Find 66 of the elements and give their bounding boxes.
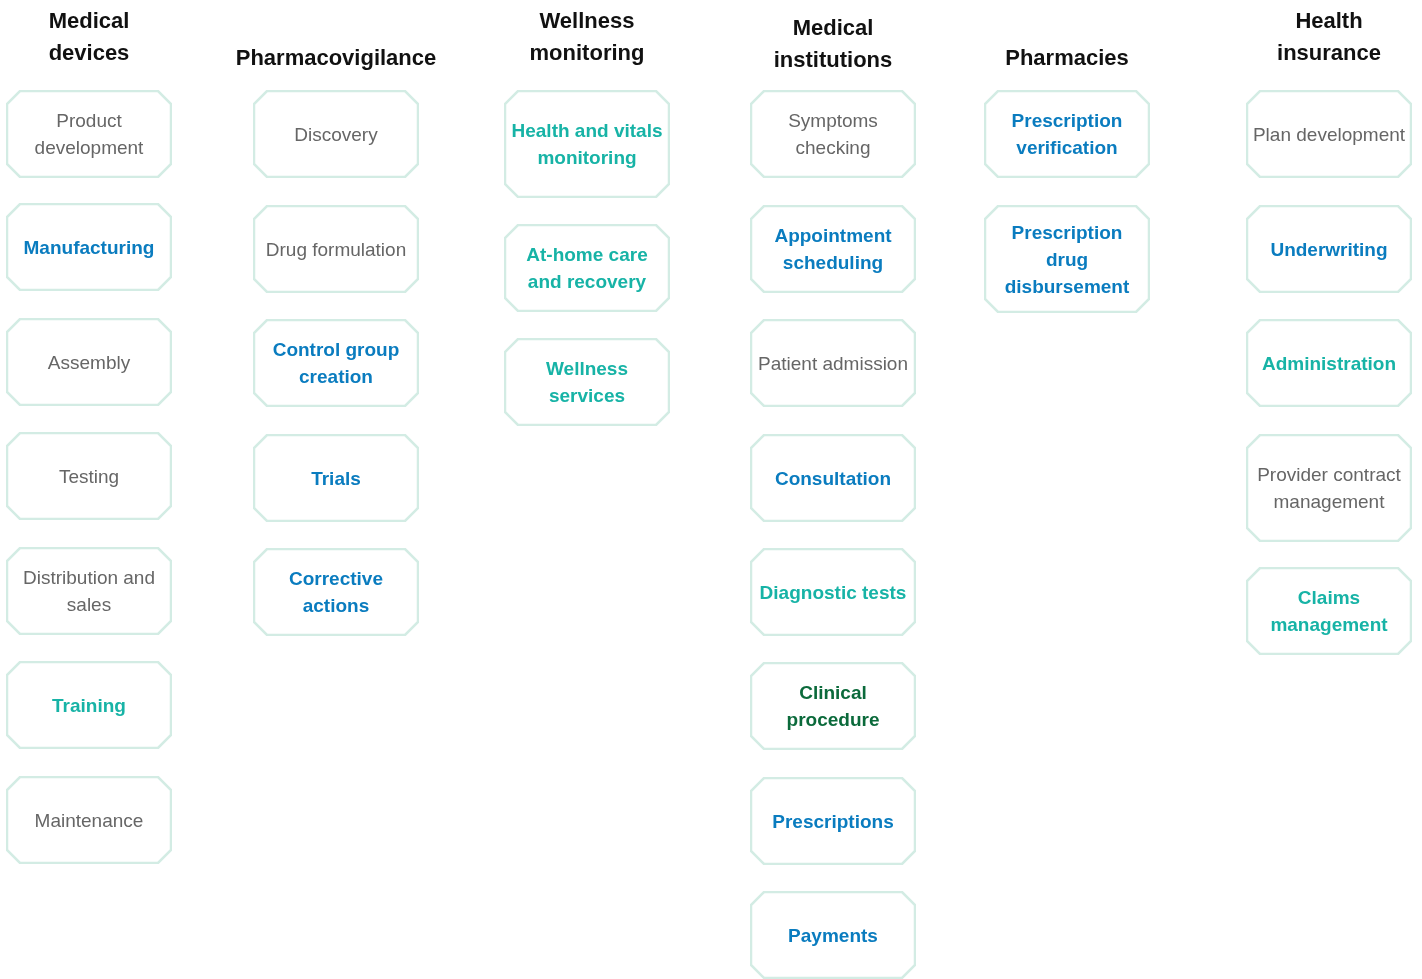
- step-box: [1246, 90, 1412, 178]
- step-box: [750, 662, 916, 750]
- step-label: Maintenance: [34, 808, 144, 833]
- step-label: Product development: [33, 109, 145, 160]
- step-label: Assembly: [47, 350, 131, 375]
- step-box: [750, 434, 916, 522]
- step-label: Testing: [58, 464, 120, 489]
- step-label: Training: [52, 693, 126, 718]
- column-heading: Health insurance: [1276, 7, 1382, 67]
- step-label: Prescription verification: [1010, 109, 1124, 160]
- step-label: Provider contract management: [1256, 463, 1402, 514]
- step-box: [750, 891, 916, 979]
- step-box: [504, 90, 670, 198]
- step-box: [253, 319, 419, 407]
- step-box: [750, 90, 916, 178]
- step-label: Plan development: [1252, 122, 1406, 147]
- step-box: [984, 90, 1150, 178]
- step-box: [6, 90, 172, 178]
- step-box: [253, 90, 419, 178]
- step-label: Drug formulation: [265, 237, 407, 262]
- step-label: Control group creation: [271, 338, 401, 389]
- step-label: Diagnostic tests: [759, 580, 907, 605]
- step-box: [6, 203, 172, 291]
- step-label: Prescription drug disbursement: [1003, 220, 1131, 299]
- step-label: Clinical procedure: [785, 681, 881, 732]
- step-box: [750, 777, 916, 865]
- column-heading: Pharmacies: [1004, 44, 1130, 72]
- step-box: [6, 776, 172, 864]
- step-box: [6, 318, 172, 406]
- step-label: Wellness services: [545, 357, 629, 408]
- column-heading: Wellness monitoring: [528, 7, 646, 67]
- step-label: Discovery: [294, 122, 378, 147]
- step-label: Patient admission: [758, 351, 908, 376]
- column-heading: Pharmacovigilance: [234, 44, 438, 72]
- step-label: Consultation: [774, 466, 892, 491]
- step-label: Symptoms checking: [787, 109, 879, 160]
- step-box: [750, 548, 916, 636]
- step-box: [1246, 205, 1412, 293]
- step-label: Administration: [1261, 351, 1397, 376]
- step-box: [504, 338, 670, 426]
- step-box: [6, 661, 172, 749]
- step-box: [1246, 567, 1412, 655]
- step-box: [253, 548, 419, 636]
- step-label: Trials: [311, 466, 361, 491]
- step-label: Payments: [788, 923, 878, 948]
- step-label: Distribution and sales: [22, 566, 156, 617]
- step-label: Appointment scheduling: [773, 224, 893, 275]
- step-box: [6, 547, 172, 635]
- step-box: [984, 205, 1150, 313]
- step-box: [1246, 434, 1412, 542]
- step-box: [6, 432, 172, 520]
- step-box: [504, 224, 670, 312]
- step-box: [750, 319, 916, 407]
- column-heading: Medical institutions: [772, 14, 894, 74]
- step-label: Underwriting: [1270, 237, 1388, 262]
- column-heading: Medical devices: [47, 7, 131, 67]
- step-label: Corrective actions: [288, 567, 384, 618]
- step-box: [750, 205, 916, 293]
- step-label: Prescriptions: [772, 809, 894, 834]
- step-label: Claims management: [1269, 586, 1389, 637]
- step-box: [253, 205, 419, 293]
- step-label: Manufacturing: [23, 235, 155, 260]
- step-label: Health and vitals monitoring: [510, 119, 664, 170]
- step-box: [253, 434, 419, 522]
- step-label: At-home care and recovery: [525, 243, 649, 294]
- step-box: [1246, 319, 1412, 407]
